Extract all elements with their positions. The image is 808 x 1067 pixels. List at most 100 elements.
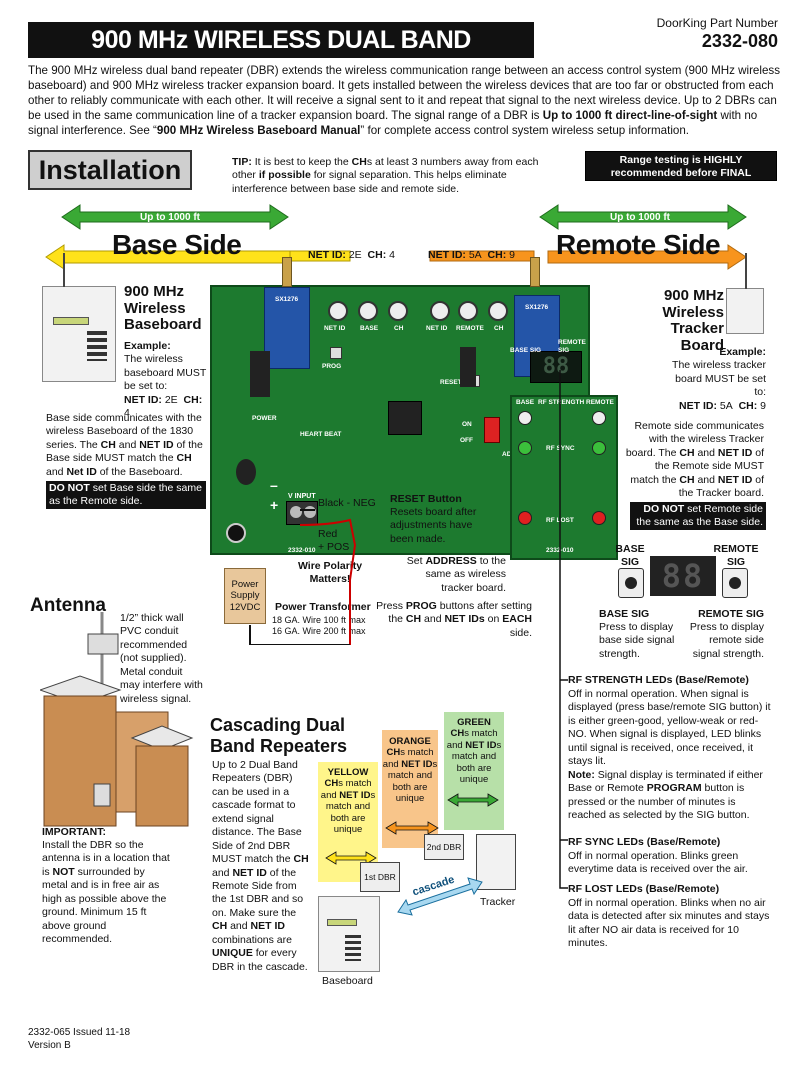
rf-strength-led-base [518, 411, 532, 425]
base-sig-title: BASE SIG [599, 608, 650, 620]
base-antenna-connector [282, 257, 292, 287]
dial-label-ch: CH [394, 325, 404, 332]
plus-sign: + [270, 497, 279, 513]
remote-netid-dial-1[interactable] [430, 301, 450, 321]
cascade-text: Up to 2 Dual Band Repeaters (DBR) can be… [212, 759, 309, 973]
dial-label-netid: NET ID [324, 325, 346, 332]
tracker-label: Tracker [480, 896, 516, 908]
base-sig-text: Press to display base side signal streng… [599, 621, 675, 660]
base-range-label: Up to 1000 ft [139, 212, 200, 223]
rf-sync-led-remote [592, 441, 606, 455]
reset-label: RESET [440, 379, 462, 386]
rf-lost-title: RF LOST LEDs (Base/Remote) [568, 883, 720, 895]
capacitor [236, 459, 256, 485]
led-callout-lines [559, 370, 568, 889]
wire-spec-18ga: 18 GA. Wire 100 ft max [272, 615, 366, 625]
baseboard-title: 900 MHz Wireless Baseboard [124, 283, 202, 333]
conduit-note: 1/2” thick wall PVC conduit recommended … [120, 612, 203, 705]
wire-polarity-note: Wire Polarity Matters! [297, 560, 363, 586]
antenna-heading: Antenna [30, 595, 106, 616]
rf-sync-title: RF SYNC LEDs (Base/Remote) [568, 836, 721, 848]
cascade-arrows [325, 793, 499, 865]
installation-heading: Installation [28, 150, 192, 190]
power-wiring [249, 509, 357, 645]
tracker-example: Example:The wireless tracker board MUST … [672, 346, 766, 412]
dial-label-ch: CH [494, 325, 504, 332]
battery-holder [226, 523, 246, 543]
base-netid-label: NET ID: 2E CH: 4 [308, 249, 395, 261]
footer-issue: 2332-065 Issued 11-18 [28, 1027, 131, 1038]
page-title: 900 MHz WIRELESS DUAL BAND REPEATER [28, 22, 534, 90]
rf-sync-led-base [518, 441, 532, 455]
baseboard-cascade-device [318, 896, 380, 972]
rf-strength-title: RF STRENGTH LEDs (Base/Remote) [568, 674, 749, 686]
base-sig-button[interactable] [618, 568, 644, 598]
model-label: 2332-010 [288, 547, 316, 554]
dial-label-remote: REMOTE [456, 325, 484, 332]
remote-netid-label: NET ID: 5A CH: 9 [428, 249, 515, 261]
base-ch-dial[interactable] [388, 301, 408, 321]
pos-label: + POS [318, 541, 350, 553]
chip-label: SX1276 [525, 304, 549, 311]
remote-side-warning: DO NOT set Remote side the same as the B… [630, 502, 766, 531]
on-label: ON [462, 421, 472, 428]
led-base-label: BASE [516, 399, 535, 406]
remote-sig-title: REMOTE SIG [698, 608, 764, 620]
chip-label: SX1276 [275, 296, 299, 303]
board-base-sig-label: BASE SIG [510, 347, 542, 354]
remote-side-description: Remote side communicates with the wirele… [625, 420, 764, 500]
remote-sig-text: Press to display remote side signal stre… [689, 621, 764, 660]
ic-chip [460, 347, 476, 387]
base-sig-label: BASE SIG [615, 543, 645, 569]
base-netid-dial-2[interactable] [358, 301, 378, 321]
dial-label-base: BASE [360, 325, 379, 332]
led-remote-label: REMOTE [586, 399, 614, 406]
remote-sig-button[interactable] [722, 568, 748, 598]
baseboard-device-image [42, 253, 116, 382]
wire-spec-16ga: 16 GA. Wire 200 ft max [272, 626, 366, 636]
tracker-board-title: 900 MHz Wireless Tracker Board [662, 287, 724, 354]
remote-range-label: Up to 1000 ft [609, 212, 670, 223]
base-side-warning: DO NOT set Base side the same as the Rem… [46, 481, 206, 510]
address-note: Set ADDRESS to the same as wireless trac… [406, 555, 506, 594]
tracker-cascade-device [476, 834, 516, 890]
base-netid-dial-1[interactable] [328, 301, 348, 321]
pillar-wall-illustration [40, 612, 194, 827]
remote-ch-dial[interactable] [488, 301, 508, 321]
rf-lost-led-remote [592, 511, 606, 525]
black-neg-label: Black - NEG [318, 497, 376, 509]
off-label: OFF [460, 437, 473, 444]
green-column [444, 712, 504, 830]
dip-switch[interactable] [484, 417, 500, 443]
base-radio-module: SX1276 [264, 287, 310, 369]
minus-sign: – [270, 477, 278, 493]
board-remote-sig-label: REMOTE SIG [558, 339, 586, 354]
base-side-description: Base side communicates with the wireless… [46, 412, 203, 478]
rf-sync-text: Off in normal operation. Blinks green ev… [568, 850, 748, 876]
remote-netid-dial-2[interactable] [458, 301, 478, 321]
power-transformer-label: Power Transformer [275, 601, 371, 613]
important-text: Install the DBR so the antenna is in a l… [42, 839, 170, 946]
power-supply-image: Power Supply 12VDC [224, 568, 266, 624]
second-dbr-device: 2nd DBR [424, 834, 464, 860]
signal-strength-display: 88 [650, 556, 716, 596]
rf-lost-led-base [518, 511, 532, 525]
vinput-label: V INPUT [288, 493, 316, 500]
base-prog-button[interactable] [330, 347, 342, 359]
dial-label-netid: NET ID [426, 325, 448, 332]
prog-note: Press PROG buttons after setting the CH … [376, 600, 532, 639]
led-panel: BASE RF STRENGTH REMOTE RF SYNC RF LOST … [510, 395, 618, 560]
ic-chip [250, 351, 270, 397]
rf-strength-text: Off in normal operation. When signal is … [568, 688, 771, 821]
reset-button-text: Resets board after adjustments have been… [390, 506, 477, 545]
remote-side-title: Remote Side [556, 229, 721, 260]
prog-label: PROG [322, 363, 342, 370]
reset-button-title: RESET Button [390, 493, 462, 505]
tracker-device-image [726, 253, 764, 334]
rf-lost-text: Off in normal operation. Blinks when no … [568, 897, 770, 950]
intro-paragraph: The 900 MHz wireless dual band repeater … [28, 64, 780, 138]
